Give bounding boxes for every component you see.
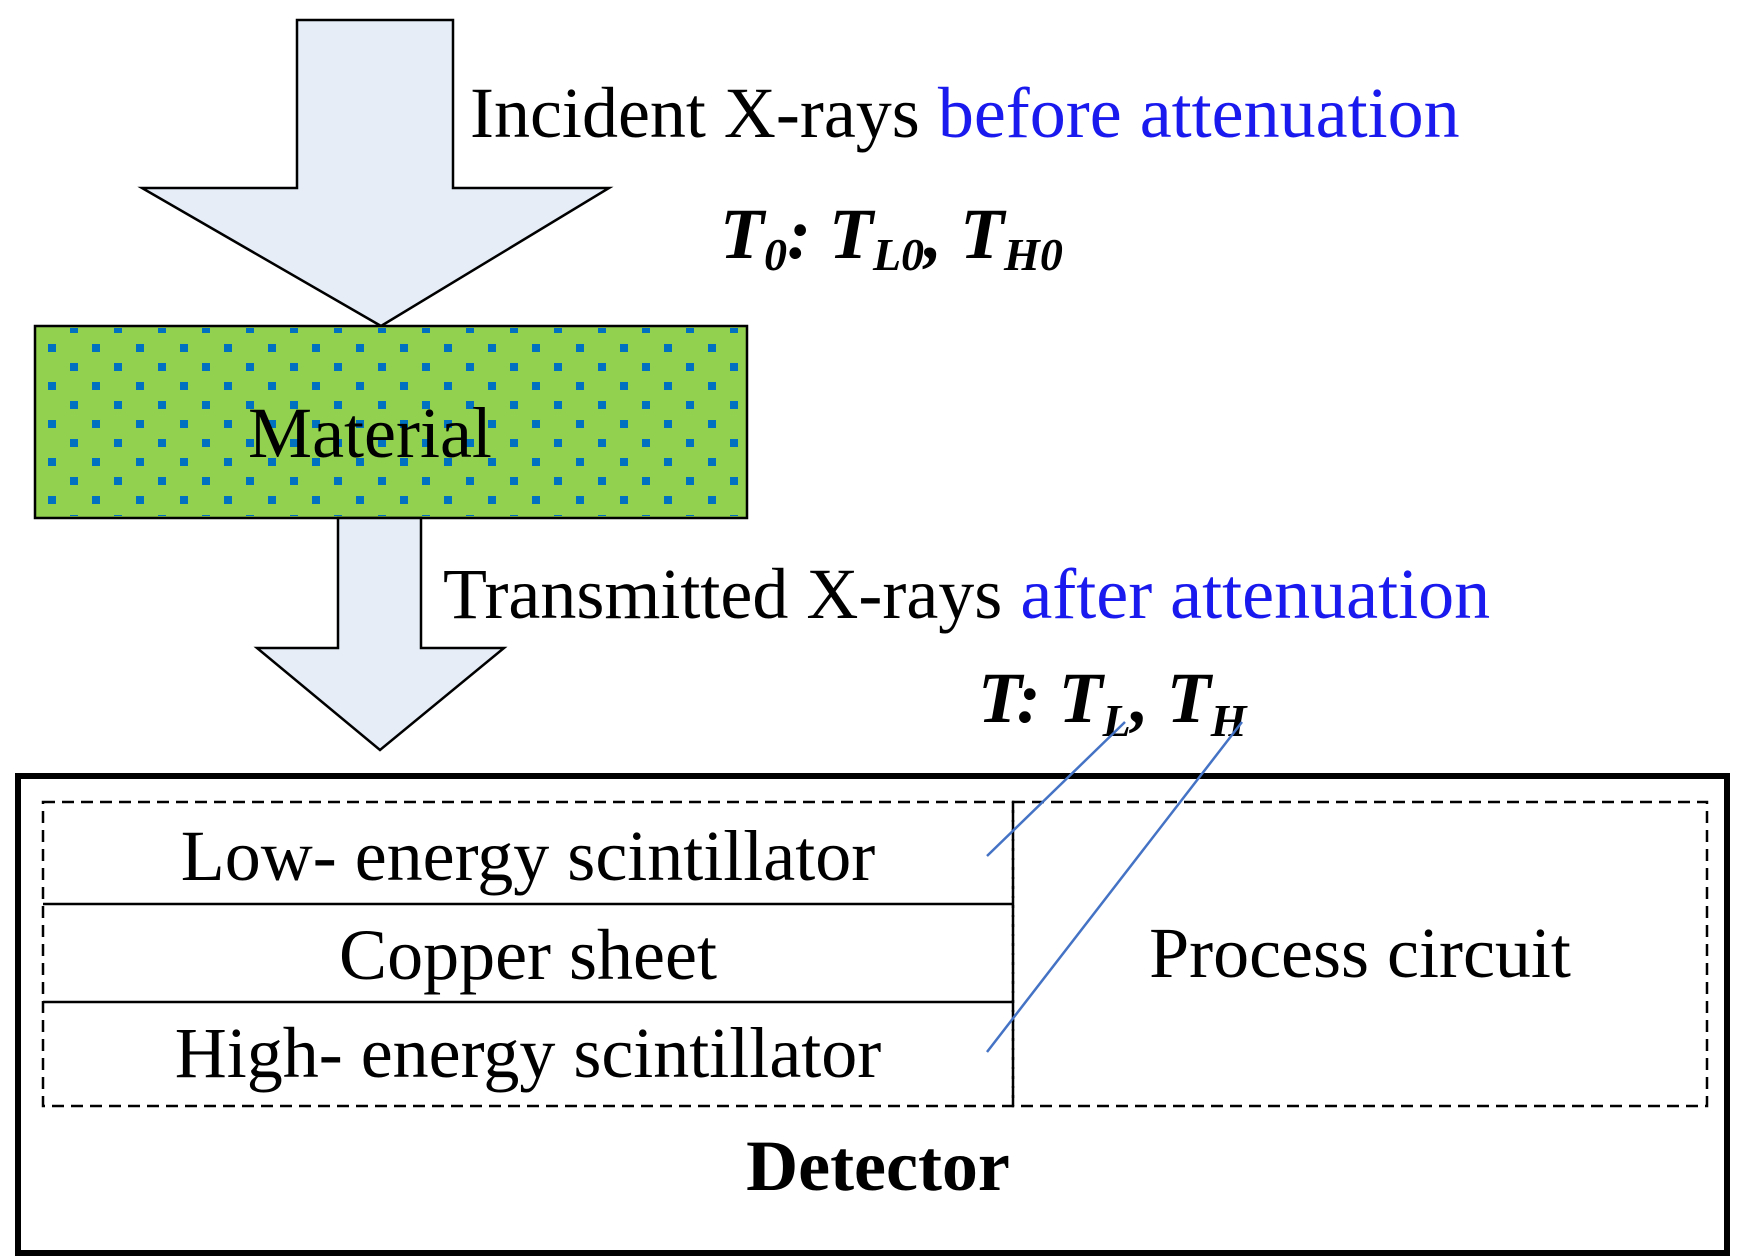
incident-arrow (137, 18, 614, 328)
transmitted-symbol: T: TL, TH (978, 658, 1248, 746)
material-dot-pattern (37, 328, 745, 516)
process-circuit-label: Process circuit (1149, 913, 1571, 993)
low-energy-scintillator-label: Low- energy scintillator (181, 816, 876, 896)
leader-line-low (986, 721, 1126, 857)
detector-title: Detector (746, 1126, 1010, 1206)
material-label: Material (248, 393, 492, 473)
copper-sheet-label: Copper sheet (339, 915, 717, 995)
detector-box (15, 773, 1730, 1256)
incident-symbol: T0: TL0, TH0 (720, 194, 1063, 280)
incident-label: Incident X-rays before attenuation (470, 73, 1460, 153)
process-circuit-box (1011, 800, 1709, 1108)
high-energy-scintillator-label: High- energy scintillator (175, 1013, 882, 1093)
leader-line-high (986, 721, 1243, 1053)
transmitted-arrow (253, 516, 508, 752)
transmitted-label: Transmitted X-rays after attenuation (443, 554, 1490, 634)
